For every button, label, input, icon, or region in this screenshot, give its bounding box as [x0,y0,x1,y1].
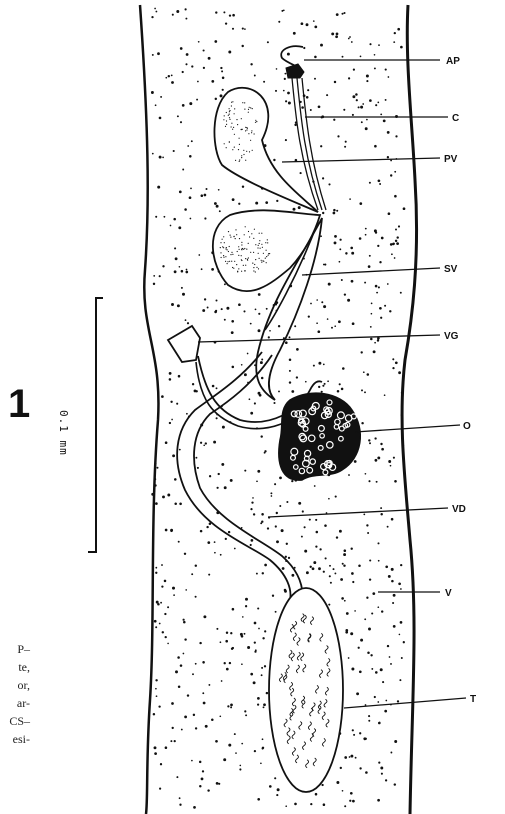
vaginal-gland [168,326,200,362]
leader-t [344,698,466,708]
vas-deferens [177,352,290,600]
label-vd: VD [452,504,466,515]
leader-pv [282,158,440,162]
label-v: V [445,588,452,599]
leader-vd [268,508,448,517]
label-vg: VG [444,331,459,342]
label-pv: PV [444,154,458,165]
label-ap: AP [446,56,460,67]
label-sv: SV [444,264,458,275]
leader-vg [198,335,440,342]
label-o: O [463,421,471,432]
apical-hook [281,46,303,68]
body-wall-left [140,5,158,814]
leader-sv [302,268,440,275]
leader-o [355,425,460,432]
label-c: C [452,113,459,124]
apical-cap [286,64,304,78]
label-t: T [470,694,476,705]
body-wall-right [402,5,417,814]
scale-bar [88,298,103,552]
